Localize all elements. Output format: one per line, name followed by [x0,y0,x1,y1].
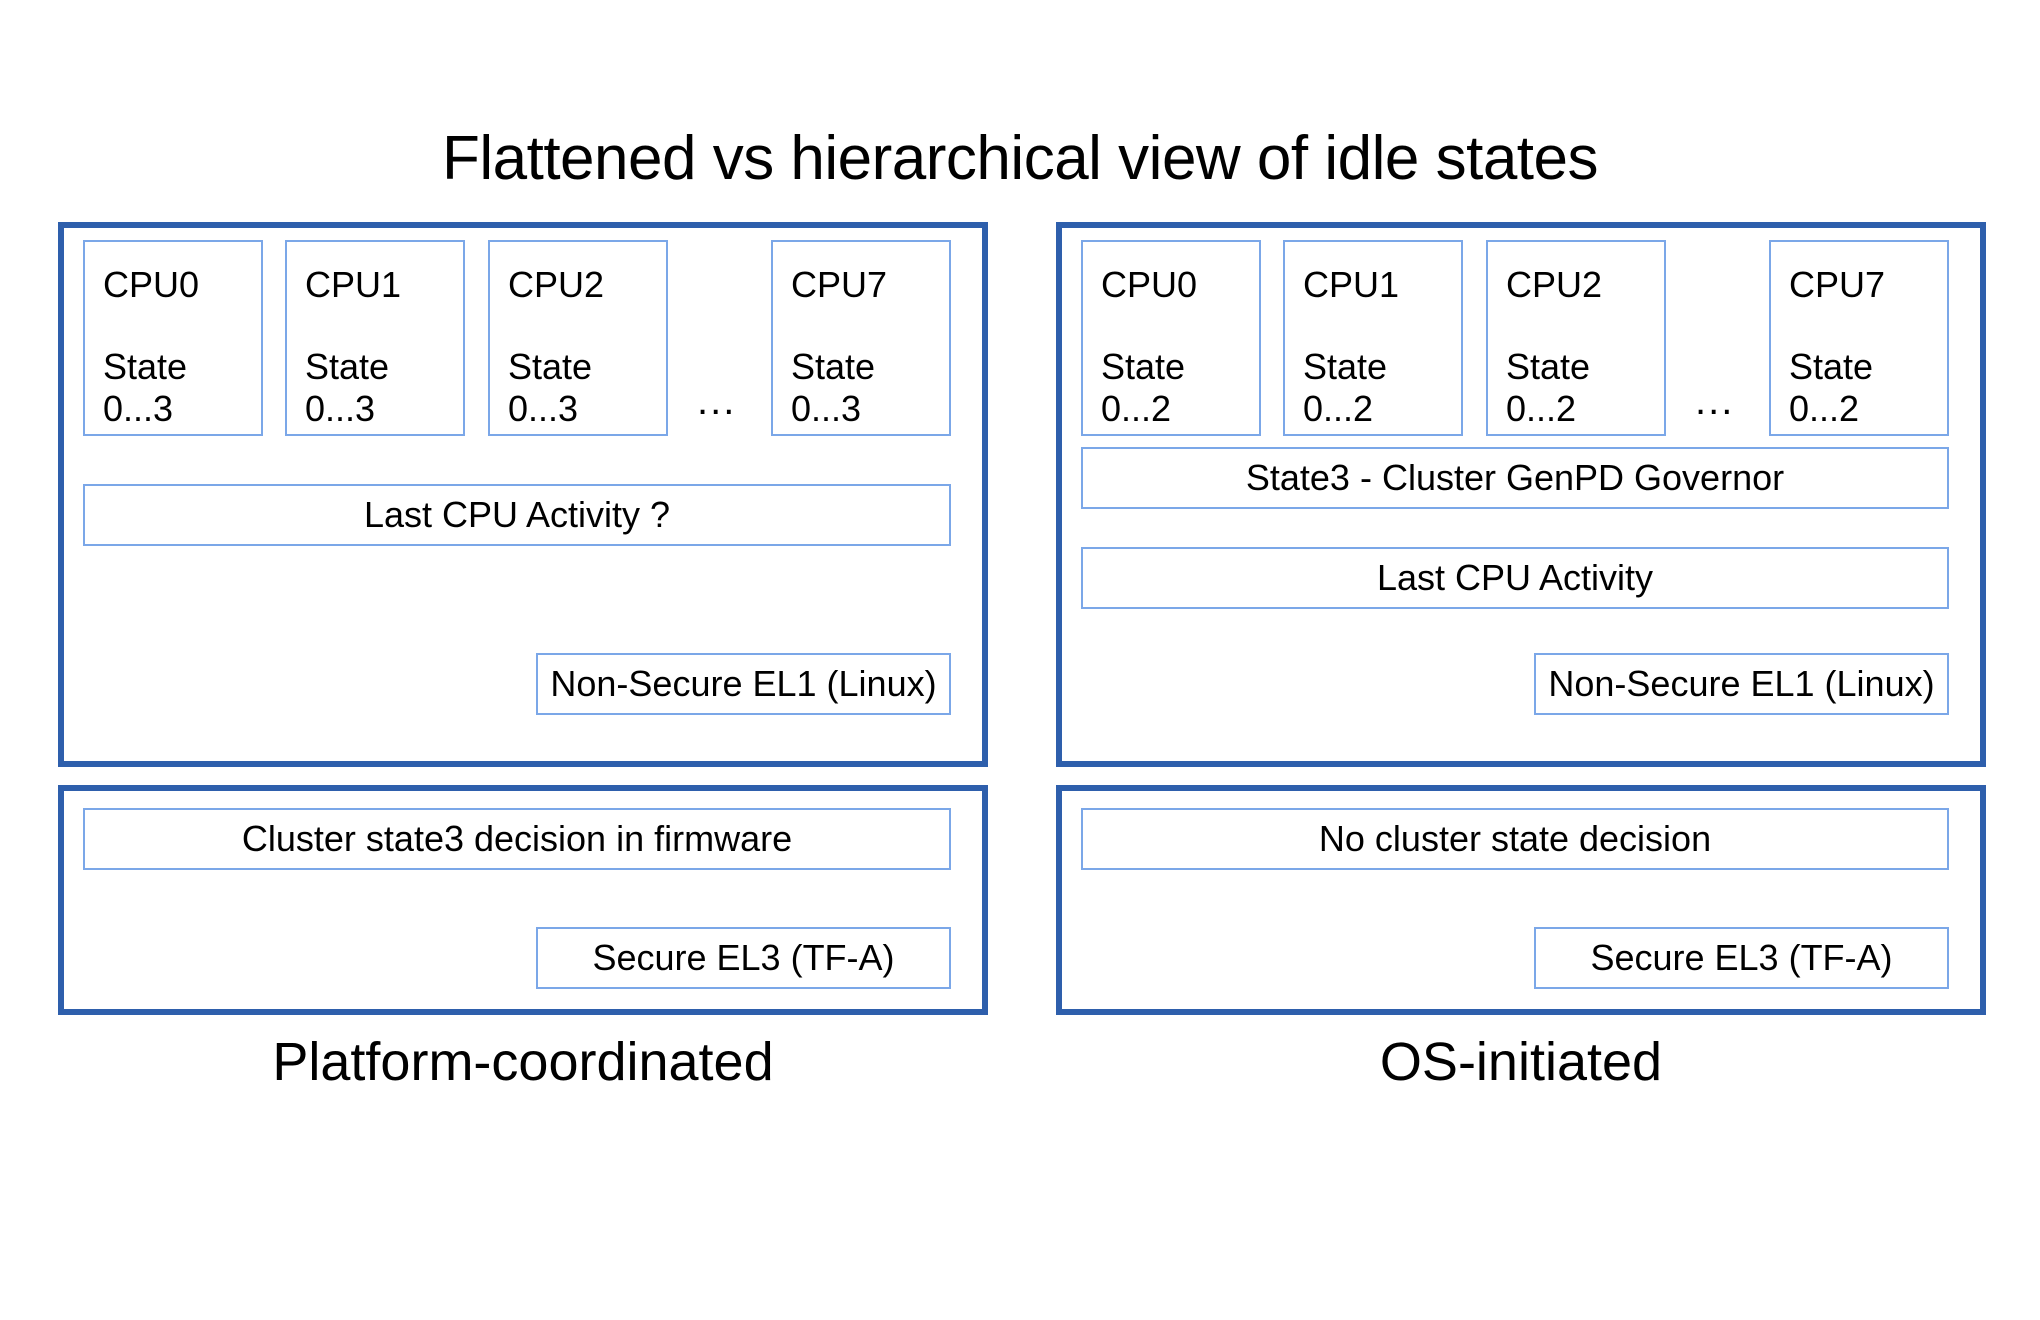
exception-level-label: Secure EL3 (TF-A) [1590,937,1893,978]
right-cpu-box-7[interactable]: CPU7 State 0...2 [1769,240,1949,436]
row-label: State3 - Cluster GenPD Governor [1245,457,1785,498]
page-title: Flattened vs hierarchical view of idle s… [441,124,1599,193]
right-cpu-box-1[interactable]: CPU1 State 0...2 [1283,240,1463,436]
cpu-state-label: State 0...3 [305,346,390,429]
left-firmware-panel: Cluster state3 decision in firmware Secu… [58,785,988,1015]
right-cluster-genpd-governor-box[interactable]: State3 - Cluster GenPD Governor [1081,447,1949,509]
cpu-state-label: State 0...2 [1101,346,1186,429]
right-secure-el3-badge: Secure EL3 (TF-A) [1534,927,1949,989]
exception-level-label: Non-Secure EL1 (Linux) [1548,663,1935,704]
cpu-state-label: State 0...2 [1789,346,1874,429]
row-label: Last CPU Activity [1376,557,1654,598]
cpu-name-label: CPU2 [508,264,605,305]
cpu-name-label: CPU2 [1506,264,1603,305]
row-label: No cluster state decision [1318,818,1712,859]
right-cpu-box-2[interactable]: CPU2 State 0...2 [1486,240,1666,436]
left-secure-el3-badge: Secure EL3 (TF-A) [536,927,951,989]
right-last-cpu-activity-box[interactable]: Last CPU Activity [1081,547,1949,609]
right-cpu-box-0[interactable]: CPU0 State 0...2 [1081,240,1261,436]
left-panel-caption: Platform-coordinated [272,1032,774,1092]
right-non-secure-el1-badge: Non-Secure EL1 (Linux) [1534,653,1949,715]
cpu-name-label: CPU1 [305,264,402,305]
right-firmware-panel: No cluster state decision Secure EL3 (TF… [1056,785,1986,1015]
left-cpu-box-7[interactable]: CPU7 State 0...3 [771,240,951,436]
cpu-name-label: CPU1 [1303,264,1400,305]
cpu-state-label: State 0...2 [1303,346,1388,429]
cpu-state-label: State 0...2 [1506,346,1591,429]
left-cpu-box-1[interactable]: CPU1 State 0...3 [285,240,465,436]
cpu-name-label: CPU7 [791,264,888,305]
cpu-state-label: State 0...3 [791,346,876,429]
right-os-panel: CPU0 State 0...2 CPU1 State 0...2 CPU2 S… [1056,222,1986,767]
left-cpu-box-0[interactable]: CPU0 State 0...3 [83,240,263,436]
right-no-cluster-decision-box[interactable]: No cluster state decision [1081,808,1949,870]
cpu-name-label: CPU0 [103,264,200,305]
cpu-state-label: State 0...3 [103,346,188,429]
cpu-name-label: CPU0 [1101,264,1198,305]
left-cpu-ellipsis: ... [697,379,737,423]
cpu-state-label: State 0...3 [508,346,593,429]
row-label: Last CPU Activity ? [363,494,671,535]
right-cpu-ellipsis: ... [1695,379,1735,423]
right-panel-caption: OS-initiated [1379,1032,1663,1092]
left-non-secure-el1-badge: Non-Secure EL1 (Linux) [536,653,951,715]
left-last-cpu-activity-box[interactable]: Last CPU Activity ? [83,484,951,546]
left-os-panel: CPU0 State 0...3 CPU1 State 0...3 CPU2 S… [58,222,988,767]
row-label: Cluster state3 decision in firmware [241,818,793,859]
exception-level-label: Non-Secure EL1 (Linux) [550,663,937,704]
left-cpu-box-2[interactable]: CPU2 State 0...3 [488,240,668,436]
cpu-name-label: CPU7 [1789,264,1886,305]
exception-level-label: Secure EL3 (TF-A) [592,937,895,978]
left-cluster-decision-box[interactable]: Cluster state3 decision in firmware [83,808,951,870]
